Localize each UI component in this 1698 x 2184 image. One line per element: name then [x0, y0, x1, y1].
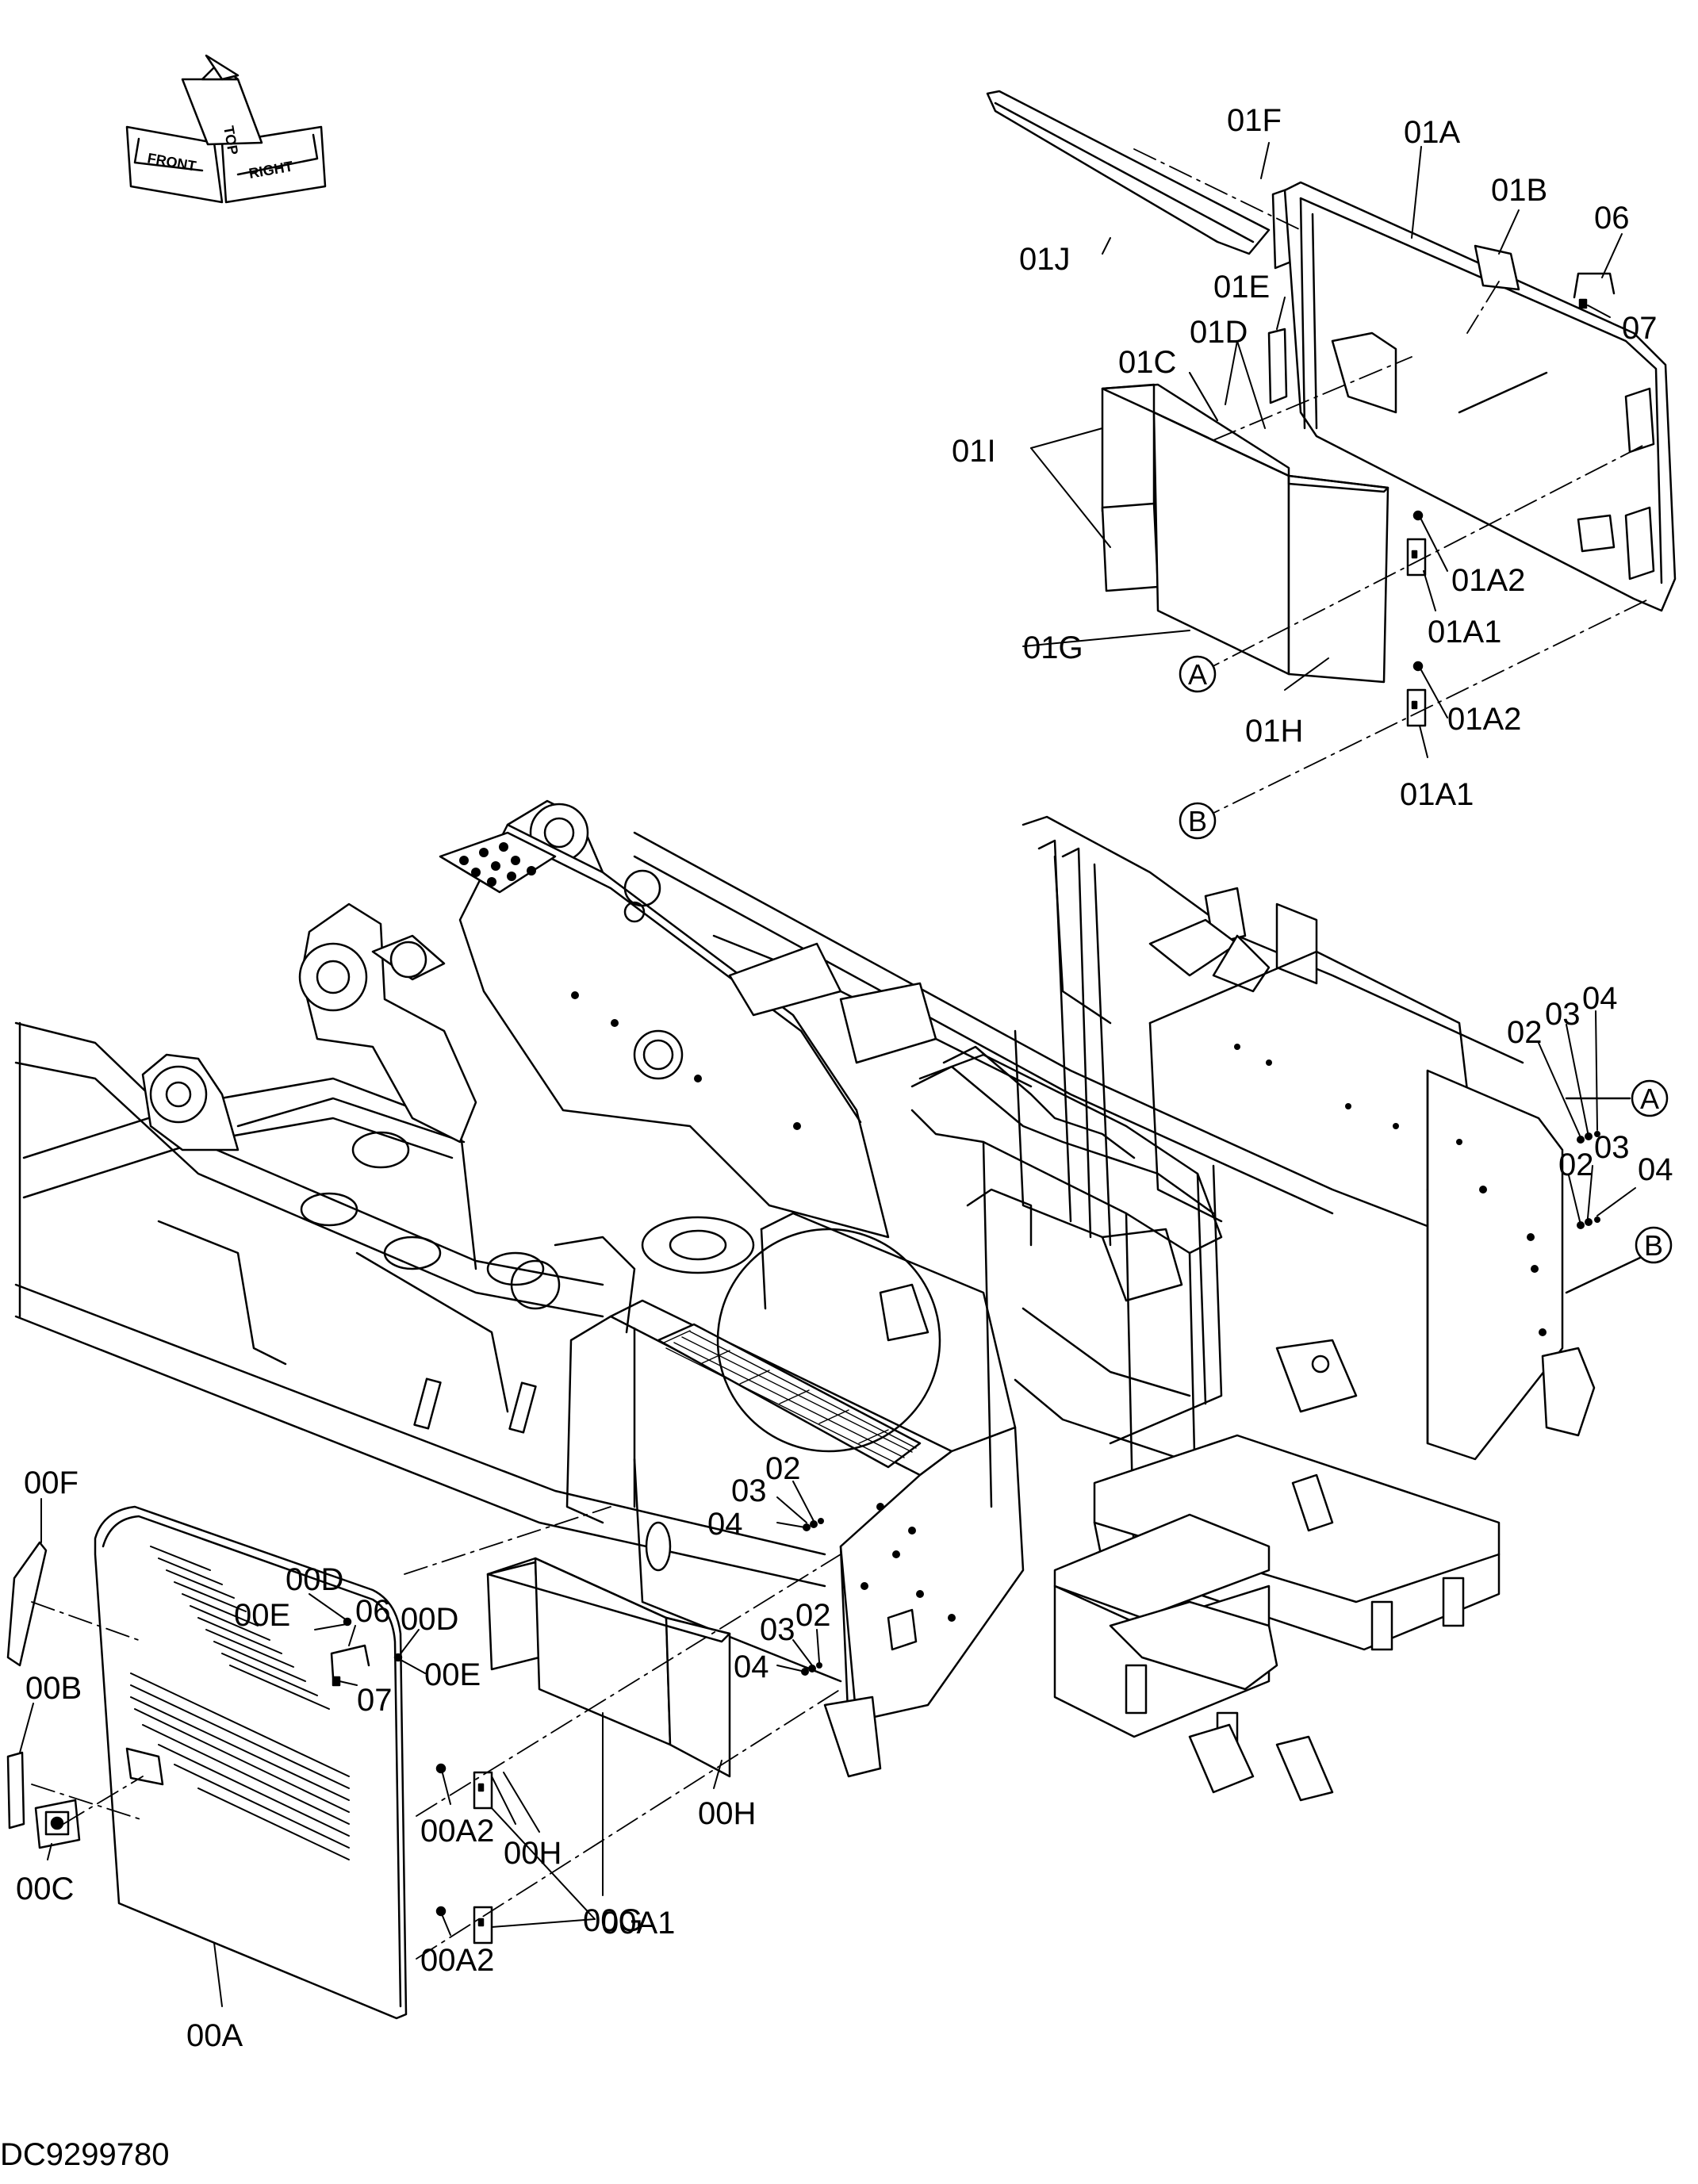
rear-counterweight-area: [1021, 815, 1596, 1461]
label-01I: 01I: [952, 434, 996, 469]
part-01G-01H-pads: [1287, 474, 1389, 684]
label-04-right-a: 04: [1582, 981, 1618, 1016]
label-00H-right: 00H: [698, 1796, 756, 1831]
label-04-center-a: 04: [707, 1507, 743, 1542]
part-06-clip: [1573, 272, 1616, 309]
label-00A2-upper: 00A2: [420, 1814, 494, 1849]
label-00H-left: 00H: [504, 1836, 562, 1871]
label-00F: 00F: [24, 1466, 79, 1500]
main-chassis-frame: [14, 799, 1596, 1802]
part-00A1-hinges: [435, 1763, 493, 1945]
engine-box: [565, 1212, 1025, 1778]
orientation-icon: FRONT TOP RIGHT: [125, 54, 327, 204]
part-01E-strip: [1267, 328, 1288, 404]
label-01H: 01H: [1245, 714, 1303, 749]
label-07-upper: 07: [1622, 311, 1658, 346]
callout-labels: 01F 01A 01B 06 07 01J 01E 01D 01C 01I 01…: [0, 103, 1673, 2172]
upright-posts: [1014, 839, 1112, 1247]
part-01J-rail: [986, 90, 1271, 255]
label-00C: 00C: [16, 1872, 74, 1906]
alignment-lines-upper: [1133, 148, 1650, 822]
label-06-upper: 06: [1594, 201, 1630, 236]
document-id: DC9299780: [0, 2137, 170, 2172]
label-01E: 01E: [1213, 270, 1270, 305]
part-00C-latch: [34, 1799, 81, 1849]
label-01A-top: 01A: [1404, 115, 1460, 150]
ref-b-upper: B: [1188, 805, 1207, 837]
label-00A: 00A: [186, 2018, 243, 2053]
label-01A2-upper: 01A2: [1451, 563, 1525, 598]
part-01A1-hinges: [1406, 510, 1427, 727]
part-00B-strip: [6, 1751, 25, 1830]
label-02-right-b: 02: [1558, 1148, 1594, 1182]
ref-a-lower: A: [1640, 1082, 1659, 1115]
label-01G: 01G: [1023, 630, 1083, 665]
label-01J: 01J: [1019, 242, 1071, 277]
label-02-right-a: 02: [1507, 1015, 1543, 1050]
part-01I-pads: [1101, 383, 1290, 676]
label-06-lower: 06: [355, 1594, 391, 1629]
center-swivel: [351, 1131, 755, 1334]
part-00F-strip: [6, 1541, 48, 1667]
ref-a-upper: A: [1188, 658, 1207, 691]
label-03-right-a: 03: [1545, 997, 1581, 1032]
front-door-assembly: [6, 1505, 841, 2020]
reference-markers: A B A B: [1179, 655, 1673, 1294]
label-01A1-upper: 01A1: [1428, 615, 1501, 649]
label-00B: 00B: [25, 1671, 82, 1706]
label-00G: 00G: [583, 1903, 643, 1938]
track-cross-members: [1053, 1339, 1501, 1802]
label-01A2-lower: 01A2: [1447, 702, 1521, 737]
label-07-lower: 07: [357, 1683, 393, 1718]
label-01B: 01B: [1491, 173, 1547, 208]
label-02-center-b: 02: [795, 1598, 831, 1633]
label-01C: 01C: [1118, 345, 1176, 380]
label-03-right-b: 03: [1594, 1130, 1630, 1165]
part-01A-door-panel: [1283, 181, 1677, 612]
cab-support-frame: [879, 1045, 1223, 1445]
alignment-lines-lower: [31, 1506, 841, 1960]
label-00A2-lower: 00A2: [420, 1943, 494, 1978]
radiator-mesh: [657, 1323, 922, 1469]
label-01F: 01F: [1227, 103, 1282, 138]
boom-plate: [439, 823, 890, 1239]
label-02-center-a: 02: [765, 1451, 801, 1486]
label-03-center-a: 03: [731, 1473, 767, 1508]
ref-b-lower: B: [1644, 1229, 1663, 1262]
part-00A-door: [94, 1505, 408, 2020]
label-00D-left: 00D: [286, 1562, 343, 1597]
leader-lines: [19, 142, 1636, 2007]
left-rear-frame: [22, 1077, 545, 1434]
label-03-center-b: 03: [760, 1612, 795, 1647]
part-00G-00H-pads: [486, 1557, 731, 1778]
label-00D-right: 00D: [401, 1602, 458, 1637]
fastener-sets: [801, 1131, 1600, 1676]
upper-door-assembly: [986, 90, 1677, 822]
label-01A1-lower: 01A1: [1400, 777, 1474, 812]
label-00A1: 00A1: [601, 1906, 675, 1941]
label-00E-right: 00E: [424, 1657, 481, 1692]
label-01D: 01D: [1190, 315, 1248, 350]
label-04-right-b: 04: [1638, 1152, 1673, 1187]
label-04-center-b: 04: [734, 1649, 769, 1684]
label-00E-left: 00E: [234, 1598, 290, 1633]
